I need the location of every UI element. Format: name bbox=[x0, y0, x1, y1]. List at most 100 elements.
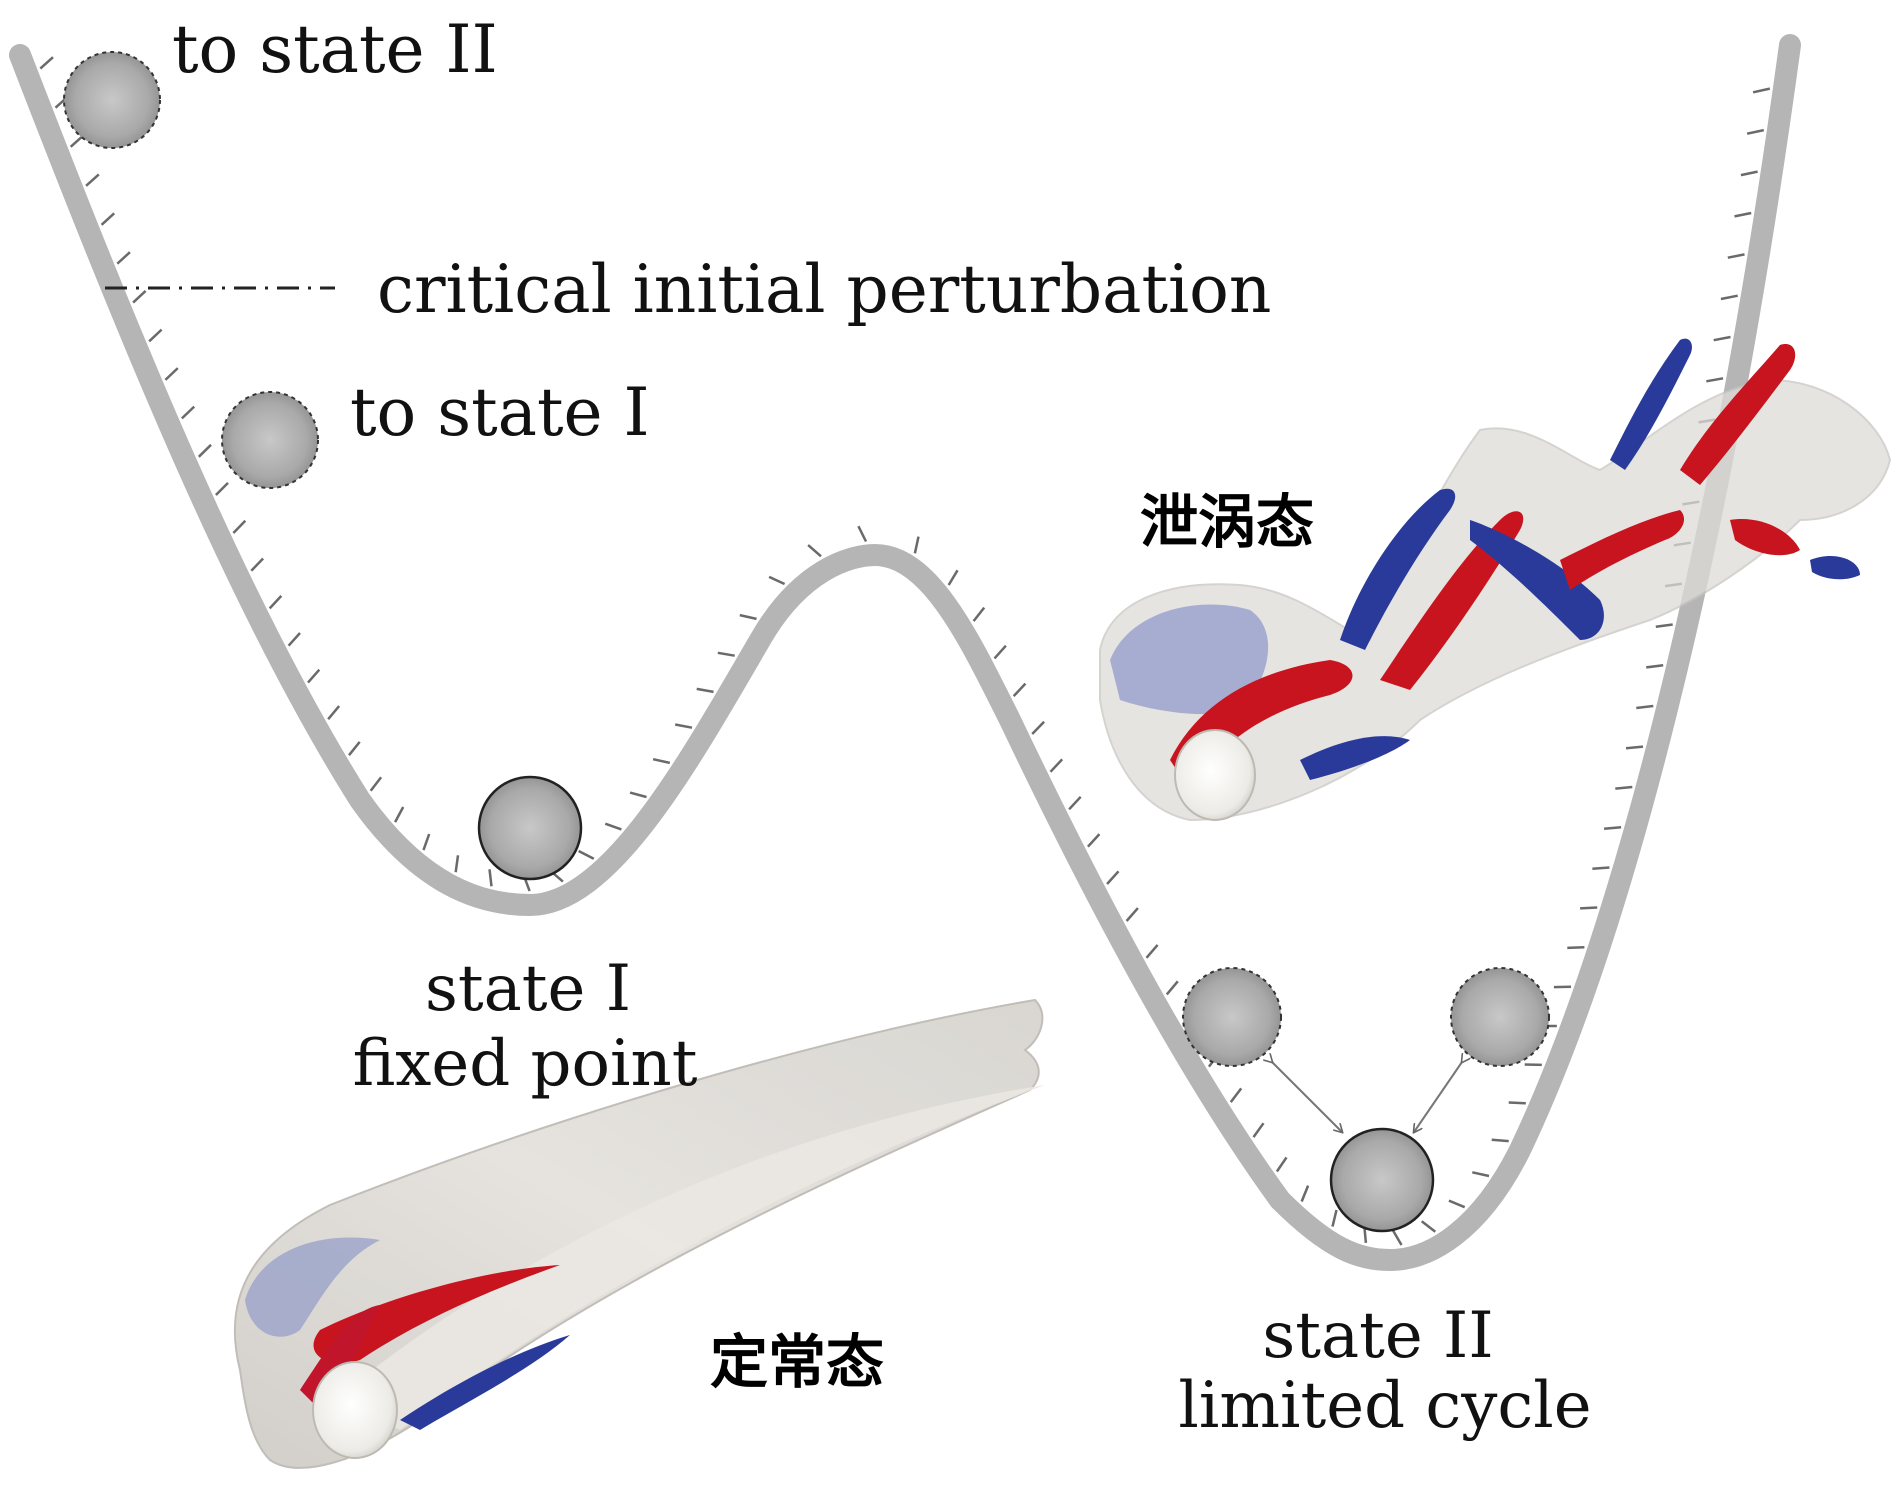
hatch-tick bbox=[250, 557, 265, 572]
label-steady: 定常态 bbox=[710, 1328, 884, 1396]
shedding-blue-tube-3 bbox=[1470, 520, 1604, 640]
vortex-shedding-visualization bbox=[1099, 338, 1892, 822]
steady-wake-visualization bbox=[233, 998, 1045, 1469]
hatch-tick bbox=[307, 668, 321, 684]
hatch-tick bbox=[1615, 785, 1633, 790]
hatch-tick bbox=[1592, 866, 1610, 870]
surface-hatching bbox=[39, 56, 1771, 1246]
shedding-red-tube-1 bbox=[1380, 511, 1524, 690]
hatch-tick bbox=[1049, 758, 1064, 773]
hatch-tick bbox=[768, 575, 786, 586]
hatch-tick bbox=[717, 651, 735, 657]
hatch-tick bbox=[1331, 1209, 1338, 1227]
hatch-tick bbox=[1655, 623, 1673, 629]
hatch-tick bbox=[1636, 704, 1654, 710]
hatch-tick bbox=[1275, 1156, 1288, 1173]
hatch-tick bbox=[857, 525, 868, 543]
hatch-tick bbox=[1165, 980, 1179, 996]
hatch-tick bbox=[696, 687, 714, 694]
hatch-tick bbox=[1472, 1171, 1490, 1178]
hatch-tick bbox=[1145, 944, 1159, 959]
shedding-blue-tube-2 bbox=[1300, 736, 1410, 780]
hatch-tick bbox=[1252, 1122, 1265, 1138]
hatch-tick bbox=[348, 741, 361, 756]
hatch-tick bbox=[629, 791, 647, 799]
steady-wake-inner-sheet bbox=[340, 1085, 1045, 1430]
ball-to-state-1 bbox=[221, 391, 319, 489]
hatch-tick bbox=[1567, 945, 1585, 950]
hatch-tick bbox=[148, 328, 163, 343]
hatch-tick bbox=[1012, 682, 1027, 697]
hatch-tick bbox=[913, 536, 920, 554]
ball-cycle-right bbox=[1450, 967, 1550, 1067]
hatch-tick bbox=[488, 869, 493, 887]
hatch-tick bbox=[197, 443, 212, 458]
label-to-state-1: to state I bbox=[350, 374, 650, 451]
hatch-tick bbox=[604, 822, 622, 831]
label-vortex-shedding: 泄涡态 bbox=[1140, 488, 1314, 556]
hatch-tick bbox=[1448, 1199, 1466, 1209]
steady-wake-blue-upper bbox=[245, 1237, 380, 1337]
hatch-tick bbox=[1125, 907, 1139, 922]
hatch-tick bbox=[393, 806, 405, 823]
hatch-tick bbox=[69, 134, 85, 148]
hatch-tick bbox=[1508, 1101, 1526, 1105]
hatch-tick bbox=[132, 289, 147, 304]
shedding-blue-blob bbox=[1810, 555, 1860, 580]
balls bbox=[63, 51, 1550, 1233]
hatch-tick bbox=[1106, 870, 1120, 885]
hatch-tick bbox=[1086, 833, 1101, 848]
hatch-tick bbox=[652, 757, 671, 765]
hatch-tick bbox=[39, 56, 54, 70]
hatch-tick bbox=[422, 833, 431, 851]
label-to-state-2: to state II bbox=[172, 11, 498, 88]
hatch-tick bbox=[1706, 377, 1724, 383]
hatch-tick bbox=[181, 405, 196, 420]
label-state-1: state I bbox=[425, 952, 631, 1026]
hatch-tick bbox=[1580, 906, 1598, 910]
ball-state-1 bbox=[477, 775, 583, 881]
hatch-tick bbox=[85, 173, 100, 187]
hatch-tick bbox=[287, 632, 301, 647]
hatch-tick bbox=[1734, 211, 1752, 218]
hatch-tick bbox=[327, 705, 341, 720]
label-critical-perturbation: critical initial perturbation bbox=[377, 251, 1271, 328]
hatch-tick bbox=[1491, 1138, 1509, 1143]
hatch-tick bbox=[100, 212, 116, 226]
hatch-tick bbox=[993, 644, 1007, 660]
hatch-tick bbox=[1727, 253, 1745, 259]
hatch-tick bbox=[116, 251, 131, 265]
hatch-tick bbox=[739, 613, 757, 621]
steady-wake-red-upper bbox=[313, 1265, 560, 1364]
hatch-tick bbox=[454, 855, 460, 873]
label-state-2: state II bbox=[1262, 1299, 1493, 1373]
label-limited-cycle: limited cycle bbox=[1178, 1369, 1591, 1443]
ball-cycle-left bbox=[1182, 967, 1282, 1067]
hatch-tick bbox=[164, 367, 179, 381]
hatch-tick bbox=[578, 849, 595, 860]
hatch-tick bbox=[972, 606, 986, 622]
hatch-tick bbox=[1300, 1185, 1310, 1202]
hatch-tick bbox=[1229, 1087, 1243, 1103]
shedding-red-tube-2 bbox=[1560, 510, 1685, 590]
arrow-right bbox=[1414, 1062, 1462, 1132]
hatch-tick bbox=[1740, 170, 1758, 177]
shedding-red-tube-3 bbox=[1680, 344, 1796, 485]
hatch-tick bbox=[1713, 335, 1731, 342]
arrow-left bbox=[1272, 1062, 1342, 1132]
hatch-tick bbox=[1752, 87, 1771, 94]
hatch-tick bbox=[1391, 1229, 1403, 1246]
hatch-tick bbox=[1646, 664, 1664, 669]
potential-curve bbox=[9, 34, 1801, 1272]
hatch-tick bbox=[947, 569, 959, 586]
hatch-tick bbox=[1068, 795, 1082, 811]
steady-cylinder bbox=[312, 1361, 398, 1459]
hatch-tick bbox=[674, 723, 693, 729]
hatch-tick bbox=[1603, 826, 1622, 830]
hatch-tick bbox=[1031, 720, 1045, 735]
hatch-tick bbox=[215, 482, 229, 496]
hatch-tick bbox=[369, 776, 383, 792]
ball-to-state-2 bbox=[63, 51, 161, 149]
oscillation-arrows bbox=[1272, 1062, 1462, 1132]
